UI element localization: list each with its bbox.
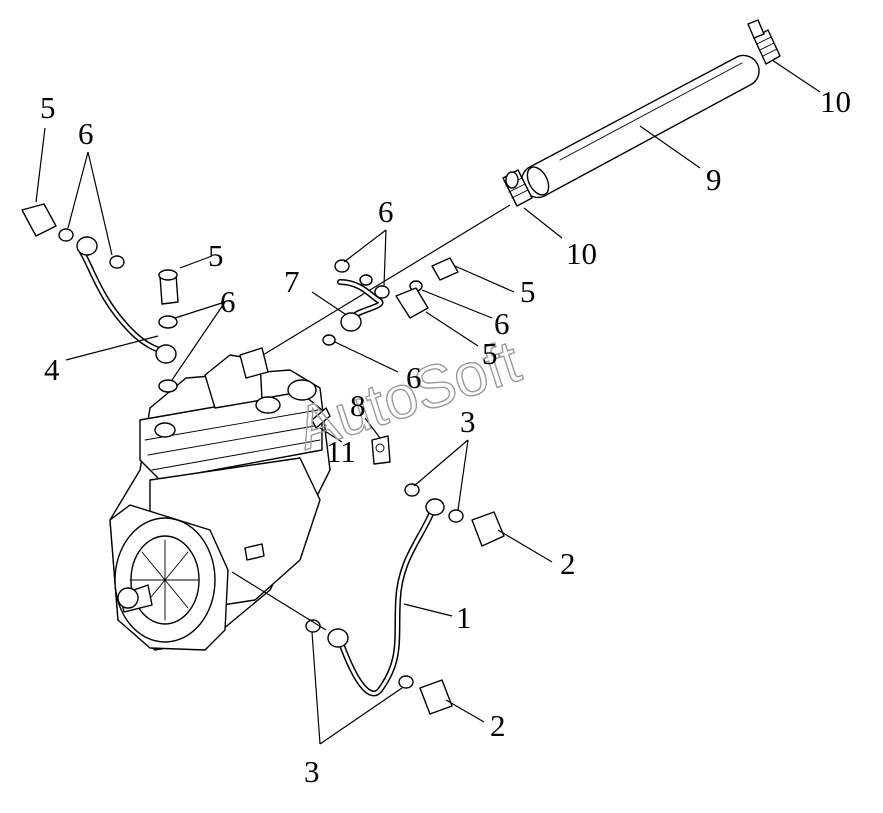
- callout-5-top-left: 5: [40, 90, 56, 125]
- tube-1-assembly: [231, 439, 553, 745]
- callout-10-upper: 10: [820, 84, 851, 119]
- callout-5-middle: 5: [208, 238, 224, 273]
- callout-6-bottom: 6: [406, 360, 422, 395]
- callout-9: 9: [706, 162, 722, 197]
- callout-5-right-lower: 5: [482, 336, 498, 371]
- callout-10-lower: 10: [566, 236, 597, 271]
- callout-7: 7: [284, 264, 300, 299]
- air-compressor: [109, 347, 331, 651]
- hose-assembly-9: [257, 19, 821, 359]
- callout-4: 4: [44, 352, 60, 387]
- callout-8: 8: [350, 388, 366, 423]
- callout-5-right-upper: 5: [520, 274, 536, 309]
- callout-11: 11: [326, 434, 356, 469]
- items-8-11: [311, 407, 391, 465]
- fitting-10-upper: [747, 19, 781, 65]
- callout-6-upper-right: 6: [378, 194, 394, 229]
- callout-6-top-left: 6: [78, 116, 94, 151]
- callout-3-upper: 3: [460, 404, 476, 439]
- callout-1: 1: [456, 600, 472, 635]
- fitting-10-lower: [502, 169, 533, 207]
- tube-4-assembly: [21, 127, 226, 393]
- callout-labels: 1 2 2 3 3 4 5 5 5 5 6 6 6 6 6 7 8 9 10 1…: [40, 84, 851, 789]
- tube-7-assembly: [311, 229, 515, 373]
- callout-6-right-lower: 6: [494, 306, 510, 341]
- callout-2-lower: 2: [490, 708, 506, 743]
- callout-3-lower: 3: [304, 754, 320, 789]
- callout-2-upper: 2: [560, 546, 576, 581]
- callout-6-middle: 6: [220, 284, 236, 319]
